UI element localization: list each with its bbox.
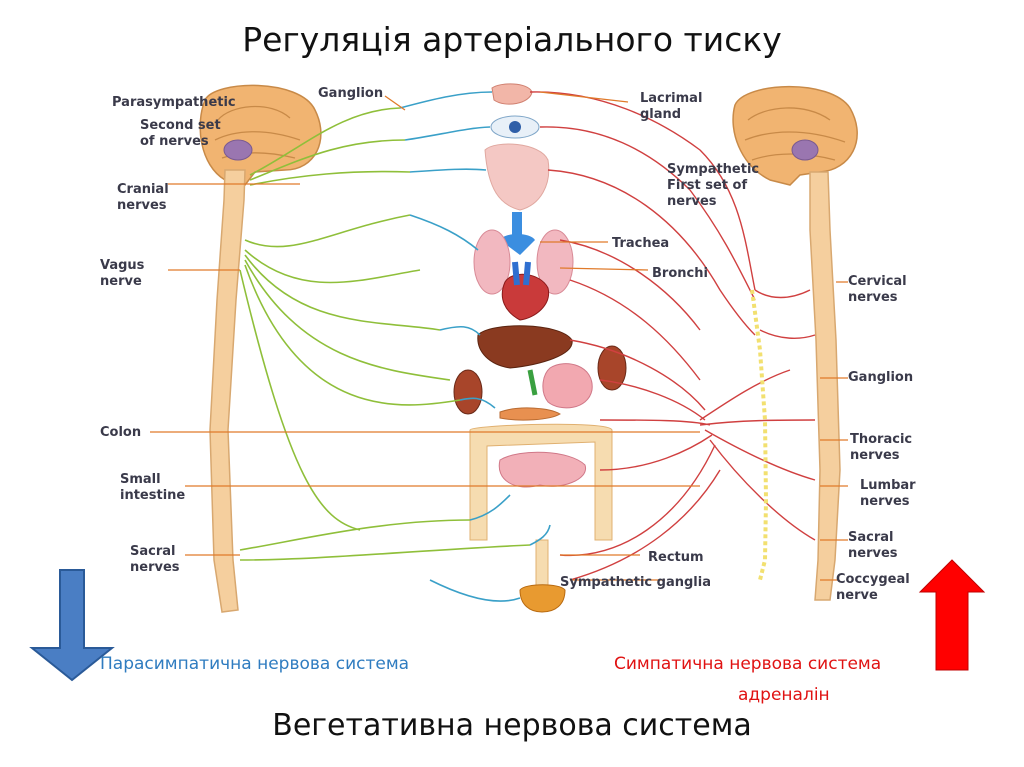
sympathetic-chain [750,289,769,581]
caption-adrenaline: адреналін [738,685,830,705]
caption-parasympathetic: Парасимпатична нервова система [100,654,410,674]
label-coccygeal-nerve: Coccygeal nerve [836,572,910,603]
label-sacral-nerves-right: Sacral nerves [848,530,898,561]
caption-sympathetic: Симпатична нервова система [614,654,882,674]
label-parasympathetic: Parasympathetic [112,95,236,110]
label-trachea: Trachea [612,236,670,251]
label-cranial-nerves: Cranial nerves [117,182,169,213]
label-lines [150,91,848,581]
label-bronchi: Bronchi [652,266,708,281]
label-sacral-nerves-left: Sacral nerves [130,544,180,575]
parasympathetic-nerves [239,107,531,561]
label-sympathetic-first-set: Sympathetic First set of nerves [667,162,760,209]
label-small-intestine: Small intestine [120,472,186,503]
label-second-set-of-nerves: Second set of nerves [140,118,221,149]
label-colon: Colon [100,425,142,440]
right-brain-spine [732,85,858,601]
label-rectum: Rectum [648,550,704,565]
label-cervical-nerves: Cervical nerves [848,274,907,305]
blue-nerve-connections [399,91,551,602]
slide-title: Регуляція артеріального тиску [242,20,782,59]
label-ganglion-top: Ganglion [318,86,384,101]
label-lumbar-nerves: Lumbar nerves [860,478,916,509]
organs [453,83,627,613]
label-vagus-nerve: Vagus nerve [100,258,145,289]
label-sympathetic-ganglia: Sympathetic ganglia [560,575,711,590]
parasympathetic-down-arrow [29,569,115,682]
bottom-title: Вегетативна нервова система [272,708,752,743]
sympathetic-up-arrow [918,559,986,671]
label-lacrimal-gland: Lacrimal gland [640,91,703,122]
label-ganglion-right: Ganglion [848,370,914,385]
label-thoracic-nerves: Thoracic nerves [850,432,913,463]
